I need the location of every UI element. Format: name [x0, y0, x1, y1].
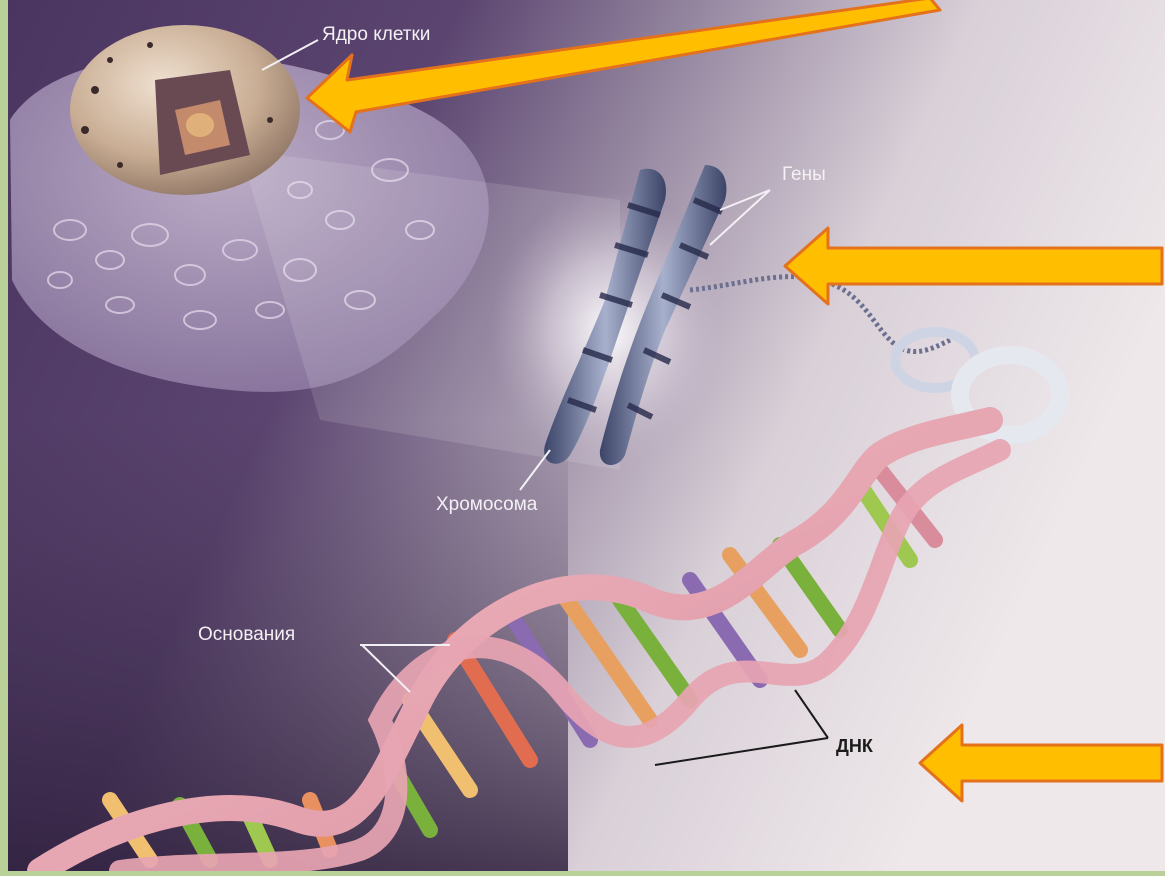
label-dna: ДНК — [836, 736, 874, 756]
label-genes: Гены — [782, 164, 826, 185]
cell-nucleus — [70, 25, 300, 195]
label-nucleus: Ядро клетки — [322, 24, 430, 45]
label-bases: Основания — [198, 624, 295, 645]
label-chromosome: Хромосома — [436, 494, 538, 515]
